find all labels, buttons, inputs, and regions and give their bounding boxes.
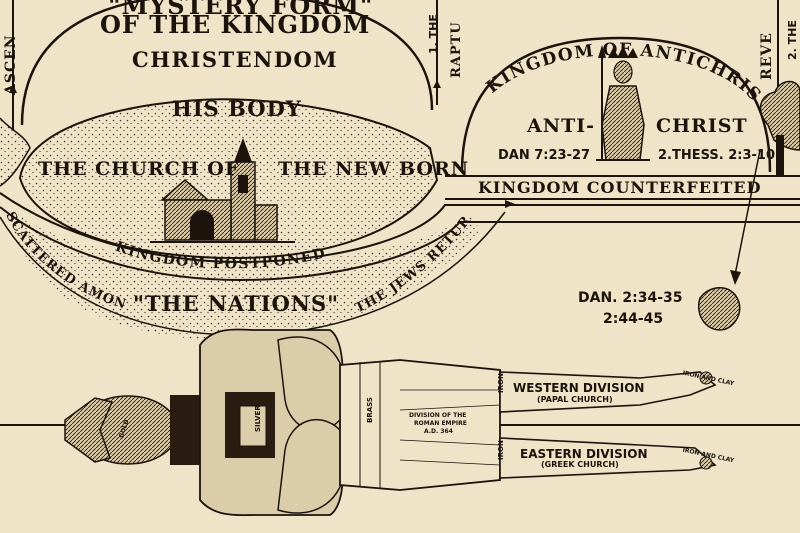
nations-shape (8, 205, 480, 340)
dan-7-reference: DAN 7:23-27 (498, 148, 591, 163)
church-building-icon (150, 138, 295, 243)
thess-reference: 2.THESS. 2:3-10 (658, 148, 775, 163)
his-body-label: HIS BODY (172, 96, 302, 121)
kingdom-counterfeited-label: KINGDOM COUNTERFEITED (478, 178, 762, 197)
western-division-label: WESTERN DIVISION (513, 381, 645, 395)
christendom-label: CHRISTENDOM (132, 47, 339, 72)
ascension-label: ASCEN (3, 34, 19, 95)
silver-label: SILVER (254, 405, 262, 432)
anti-label: ANTI- (527, 115, 596, 137)
dan-2-reference-b: 2:44-45 (603, 311, 664, 327)
ad-364-label: A.D. 364 (424, 428, 453, 435)
of-the-kingdom-heading: OF THE KINGDOM (100, 10, 371, 39)
papal-church-label: (PAPAL CHURCH) (537, 395, 613, 404)
the-nations-label: "THE NATIONS" (133, 291, 340, 316)
statue-figure-icon (64, 328, 717, 517)
the-1-label: 1. THE (427, 14, 440, 54)
stone-icon (698, 287, 741, 331)
christ-label: CHRIST (656, 115, 748, 137)
kingdom-postponed-band (0, 192, 800, 264)
mystery-arc (20, 0, 434, 126)
iron-label-upper: IRON (497, 373, 505, 393)
roman-empire-label: ROMAN EMPIRE (414, 420, 467, 427)
tree-icon (759, 80, 800, 175)
revelation-label: REVE (759, 32, 775, 80)
antichrist-arc (460, 36, 772, 173)
rapture-label: RAPTU (449, 21, 464, 78)
greek-church-label: (GREEK CHURCH) (541, 460, 619, 469)
new-born-label: THE NEW BORN (278, 158, 470, 180)
the-2-label: 2. THE (786, 20, 799, 60)
division-of-the-label: DIVISION OF THE (409, 412, 467, 419)
antichrist-figure-icon (596, 45, 650, 161)
dan-2-reference: DAN. 2:34-35 (578, 290, 683, 306)
eastern-division-label: EASTERN DIVISION (520, 447, 648, 461)
mystery-form-heading: "MYSTERY FORM" (108, 0, 374, 20)
church-of-label: THE CHURCH OF (38, 158, 240, 180)
iron-label-lower: IRON (497, 440, 505, 460)
church-body-shape (18, 98, 439, 260)
brass-label: BRASS (366, 397, 374, 423)
